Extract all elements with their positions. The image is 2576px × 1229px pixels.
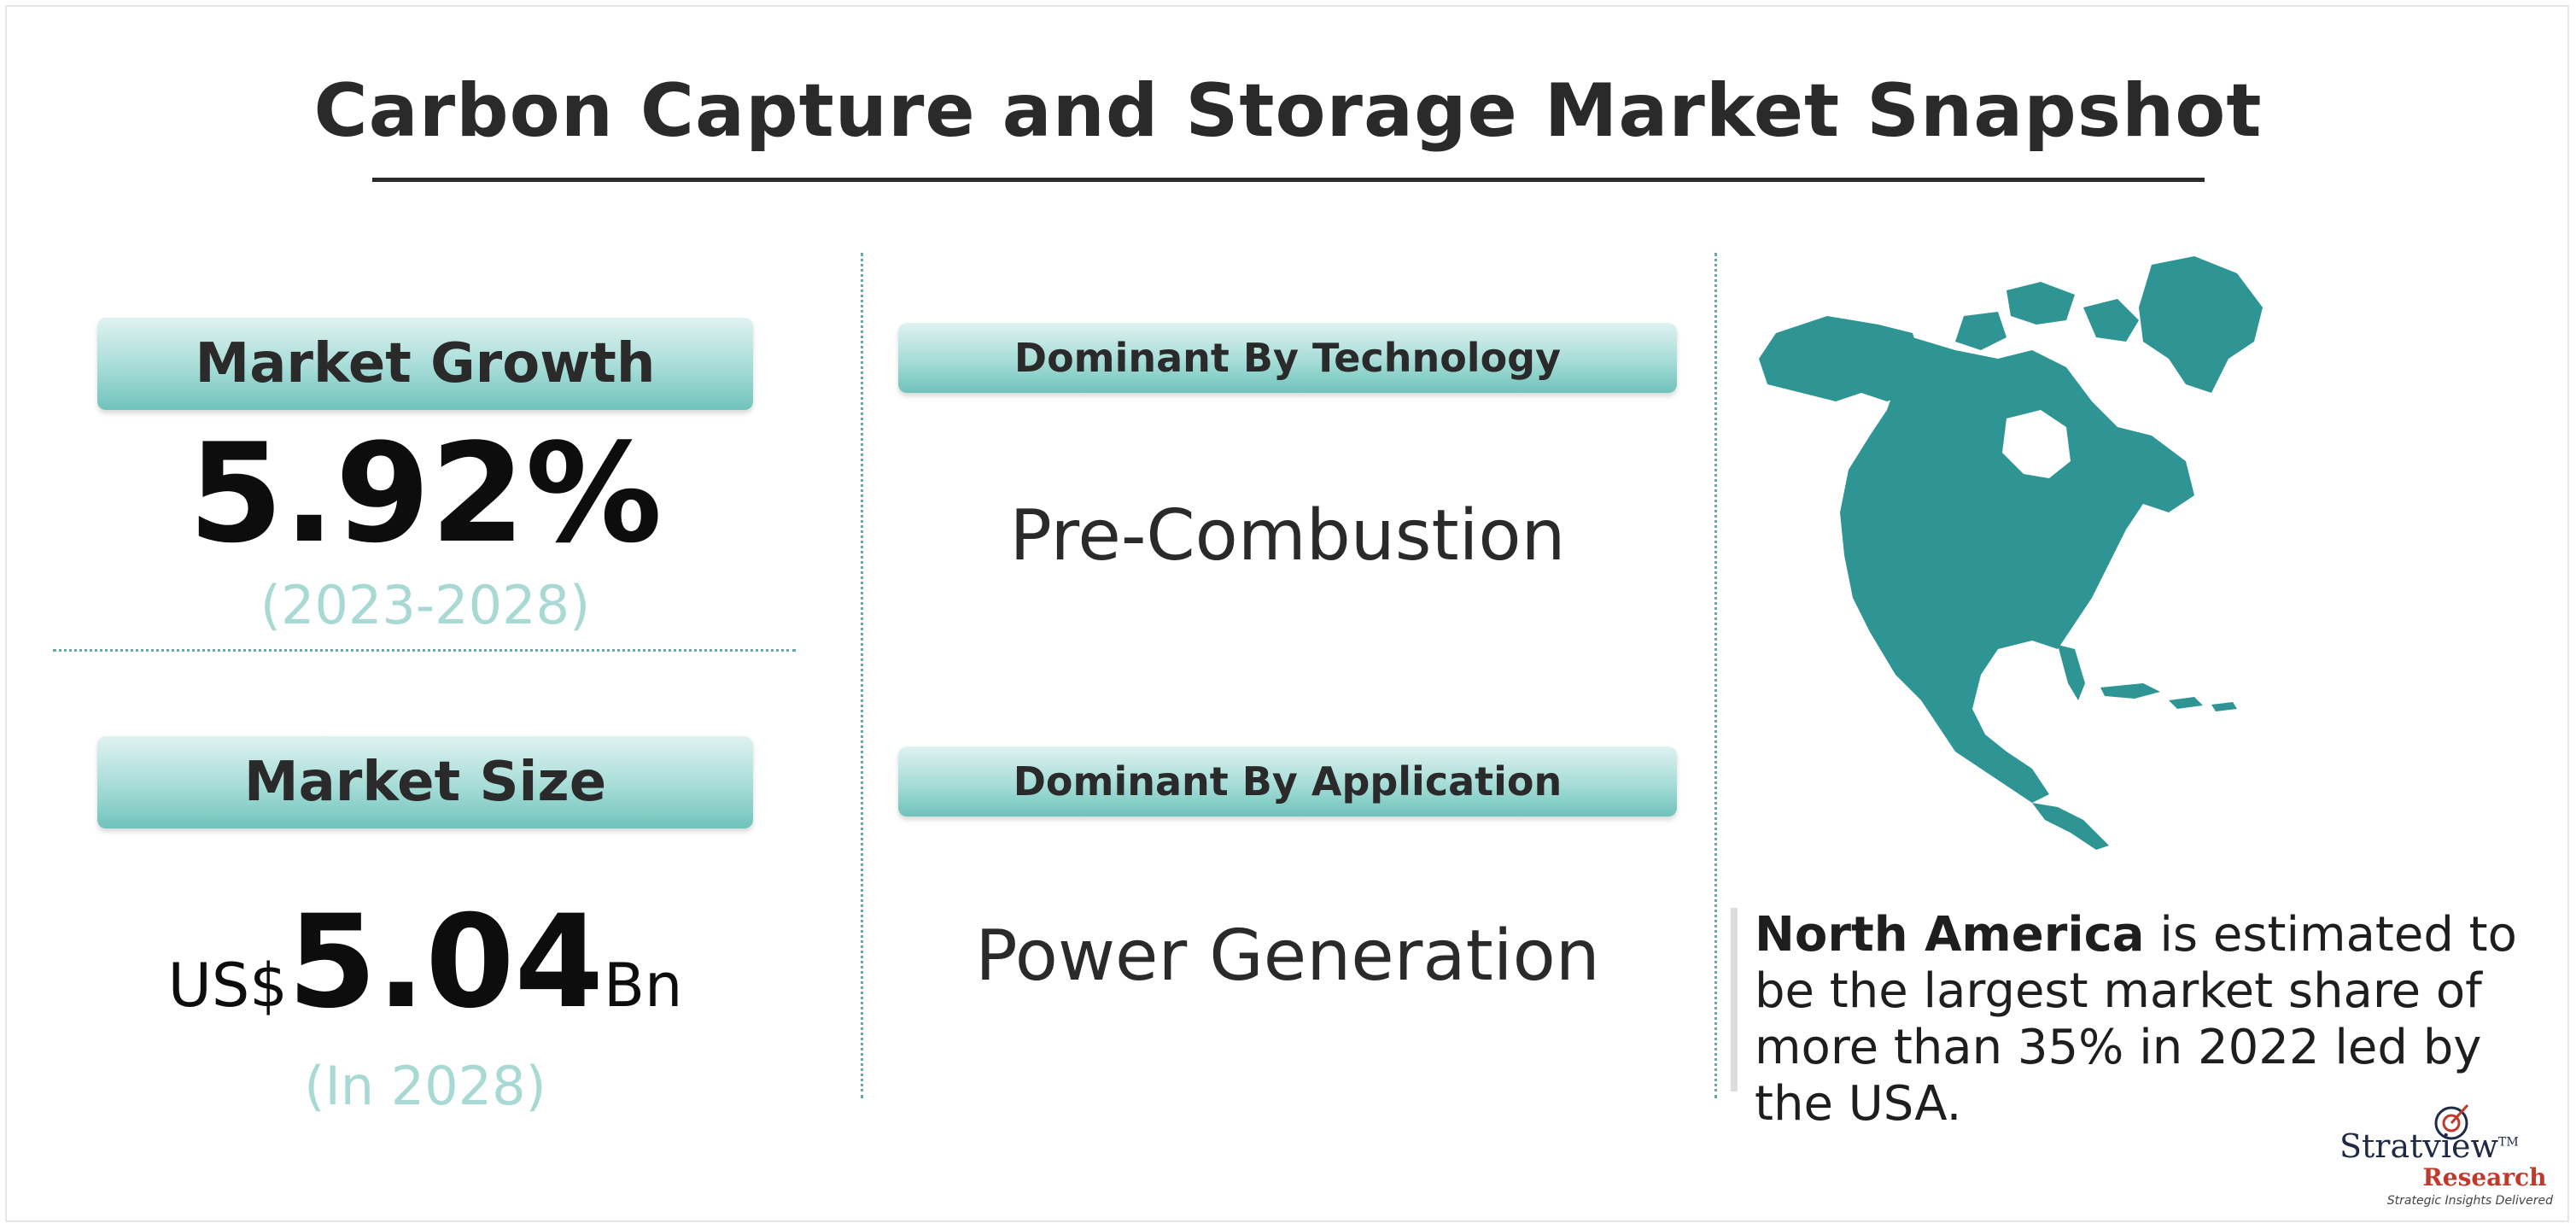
- logo-name: StratviewTM: [2339, 1127, 2519, 1165]
- market-size-suffix: Bn: [603, 951, 683, 1021]
- target-arrow-icon: [2434, 1103, 2469, 1140]
- region-name: North America: [1755, 907, 2145, 963]
- application-value: Power Generation: [975, 916, 1600, 997]
- technology-label: Dominant By Technology: [898, 323, 1677, 393]
- column-divider-right: [1714, 253, 1717, 1098]
- stratview-logo: StratviewTM Research Strategic Insights …: [2339, 1102, 2553, 1213]
- title-underline: [372, 178, 2205, 182]
- market-growth-value: 5.92%: [188, 413, 663, 573]
- left-column-divider: [53, 649, 796, 652]
- region-highlight-bar: [1731, 908, 1738, 1091]
- north-america-map: [1759, 256, 2263, 850]
- market-size-prefix: US$: [167, 951, 288, 1021]
- snapshot-frame: [5, 5, 2569, 1222]
- region-description: is estimated to be the largest market sh…: [1755, 907, 2517, 1132]
- region-summary: North America is estimated to be the lar…: [1755, 907, 2557, 1132]
- application-label: Dominant By Application: [898, 746, 1677, 816]
- market-size-label: Market Size: [97, 736, 753, 828]
- logo-sub: Research: [2422, 1163, 2547, 1191]
- column-divider-left: [861, 253, 863, 1098]
- market-size-period: (In 2028): [304, 1055, 546, 1117]
- market-size-value-row: US$5.04Bn: [97, 888, 753, 1037]
- market-size-value: 5.04: [287, 888, 604, 1037]
- technology-value: Pre-Combustion: [1009, 495, 1566, 576]
- page-title: Carbon Capture and Storage Market Snapsh…: [313, 68, 2263, 154]
- logo-name-text: Stratview: [2339, 1127, 2499, 1165]
- market-growth-period: (2023-2028): [260, 574, 591, 636]
- market-growth-label: Market Growth: [97, 318, 753, 410]
- logo-tagline: Strategic Insights Delivered: [2386, 1194, 2553, 1208]
- logo-tm: TM: [2498, 1135, 2519, 1150]
